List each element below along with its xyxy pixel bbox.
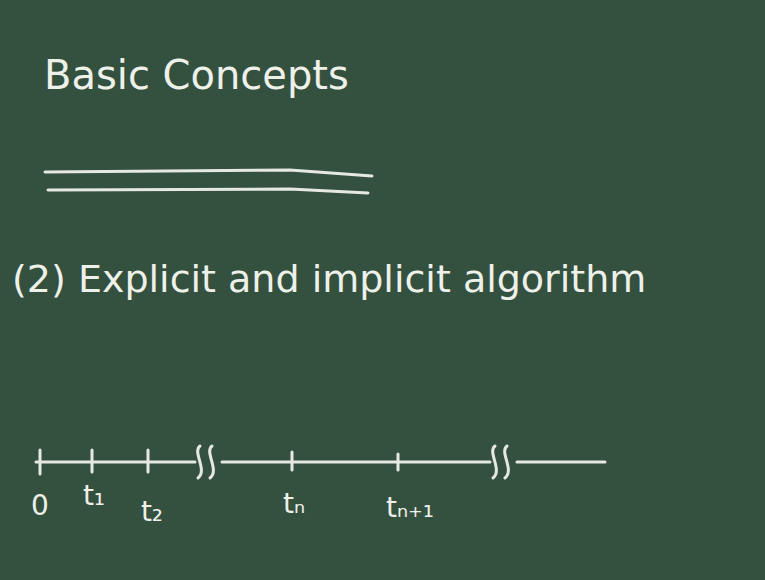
time-label: t₂ [141,496,163,528]
tick-mark [147,450,150,472]
title-underline [45,170,372,176]
time-label: 0 [31,490,49,522]
axis-break [493,446,497,478]
time-label: tₙ [283,488,305,520]
time-axis [517,461,605,464]
time-label: tₙ₊₁ [386,492,434,524]
board-heading: (2) Explicit and implicit algorithm [12,258,646,302]
axis-break [505,446,509,478]
time-axis [36,461,195,464]
tick-mark [397,454,400,470]
tick-mark [91,450,94,472]
tick-mark [291,452,294,470]
tick-mark [39,450,42,474]
title-underline [48,189,368,193]
board-title: Basic Concepts [44,52,349,98]
axis-break [198,446,202,478]
time-label: t₁ [83,480,105,512]
axis-break [210,446,214,478]
time-axis [222,461,490,464]
